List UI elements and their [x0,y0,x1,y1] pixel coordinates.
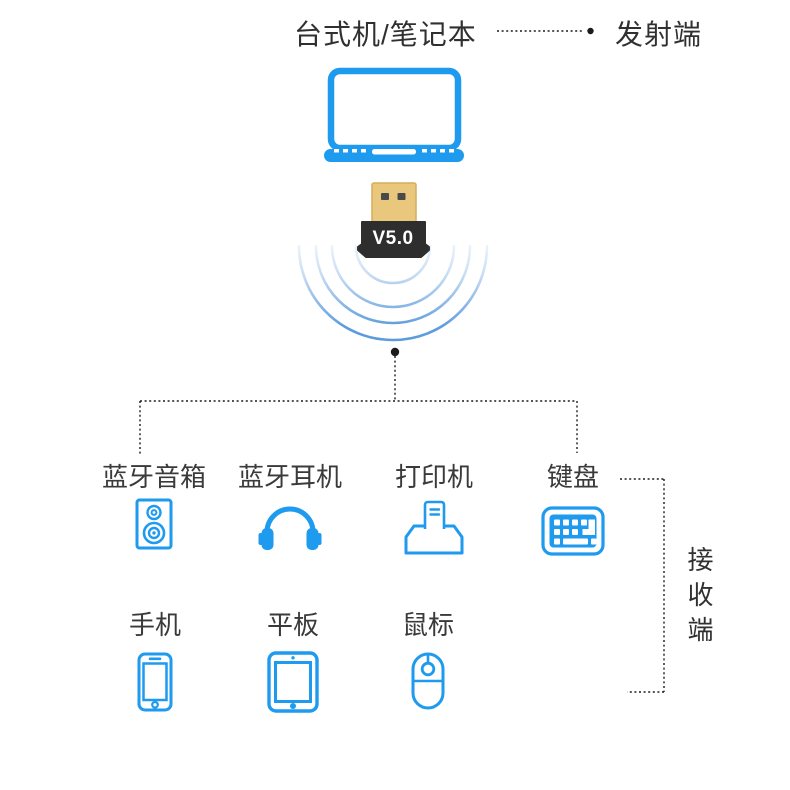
device-headphones: 蓝牙耳机 [230,462,350,553]
device-printer: 打印机 [384,462,484,555]
device-phone: 手机 [105,610,205,712]
device-speaker: 蓝牙音箱 [102,462,207,550]
keyboard-icon [541,506,605,556]
device-headphones-label: 蓝牙耳机 [237,462,342,492]
device-speaker-label: 蓝牙音箱 [102,462,207,492]
source-label: 台式机/笔记本 [294,19,477,50]
signal-origin-dot [390,347,400,357]
laptop-icon [324,67,464,162]
device-printer-label: 打印机 [394,462,473,492]
printer-icon [404,500,464,555]
mouse-icon [411,652,445,710]
device-keyboard: 键盘 [523,462,623,556]
tablet-icon [267,651,319,713]
headphones-icon [258,506,322,550]
speaker-icon [135,498,173,550]
top-line-dot [587,27,594,35]
device-tablet-label: 平板 [266,610,319,640]
receiver-label: 接收端 [684,546,714,651]
device-keyboard-label: 键盘 [546,462,599,492]
wireless-arcs-icon [297,244,489,342]
transmitter-label: 发射端 [615,19,703,50]
device-tablet: 平板 [243,610,343,713]
device-mouse: 鼠标 [378,610,478,710]
device-mouse-label: 鼠标 [401,610,454,640]
dongle-version-label: V5.0 [372,228,414,249]
usb-bluetooth-dongle-icon [357,182,430,258]
phone-icon [137,652,173,712]
device-phone-label: 手机 [128,610,181,640]
